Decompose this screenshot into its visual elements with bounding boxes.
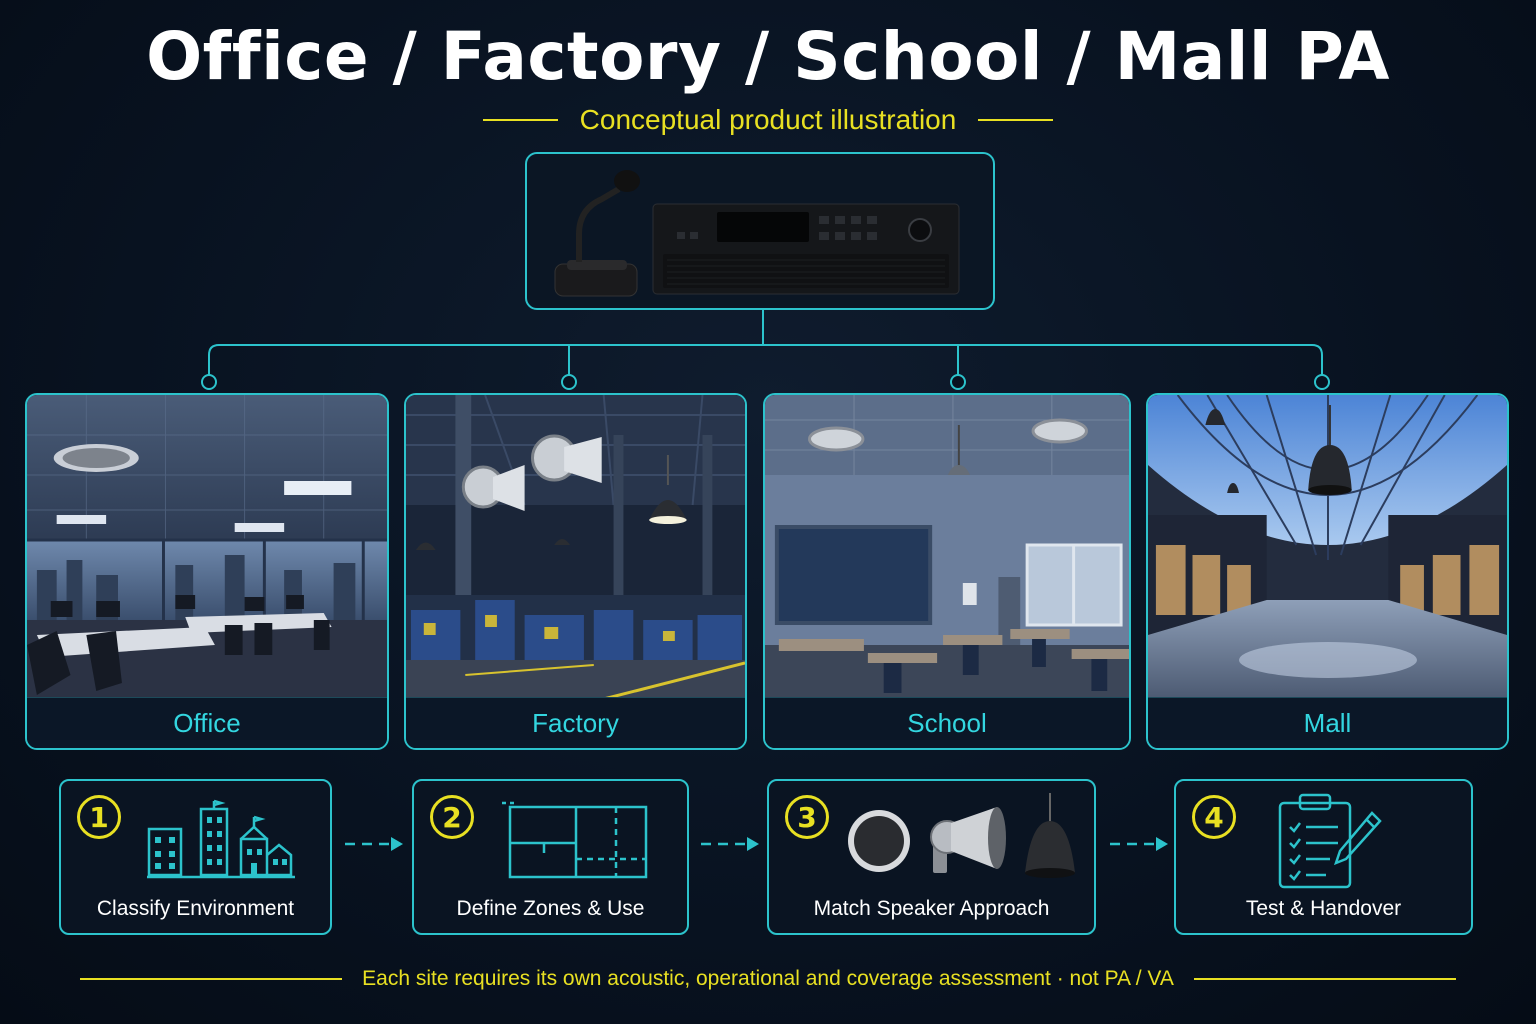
step-label: Match Speaker Approach	[813, 897, 1050, 920]
horn-speaker-icon	[930, 807, 1006, 873]
ceiling-speaker-icon	[1031, 418, 1088, 444]
step-label: Classify Environment	[96, 897, 295, 920]
floorplan-icon	[502, 801, 648, 879]
footer-line-right	[1193, 978, 1456, 980]
scene-label-office: Office	[27, 697, 387, 748]
factory-illustration	[406, 395, 745, 699]
step-number-badge: 4	[1192, 795, 1236, 839]
school-illustration	[765, 395, 1129, 699]
subtitle-line-right	[978, 119, 1054, 121]
step-test-handover: 4 Test & Handover	[1174, 779, 1473, 935]
mall-illustration	[1148, 395, 1507, 699]
step-match-speaker: 3 Match Speaker Approach	[767, 779, 1096, 935]
step-classify-environment: 1 Classify Environment	[59, 779, 332, 935]
office-illustration	[27, 395, 387, 699]
ceiling-speaker-icon	[848, 810, 910, 872]
scene-mall: Mall	[1146, 393, 1509, 750]
connector-node-factory	[561, 374, 577, 390]
scene-label-factory: Factory	[406, 697, 745, 748]
scene-factory: Factory	[404, 393, 747, 750]
pendant-light-icon	[649, 500, 687, 520]
buildings-icon	[147, 799, 295, 879]
speakers-icon	[848, 793, 1075, 878]
scene-label-mall: Mall	[1148, 697, 1507, 748]
step-label: Define Zones & Use	[456, 897, 645, 920]
footer-line-left	[80, 978, 343, 980]
connector-node-school	[950, 374, 966, 390]
pendant-speaker-icon	[1308, 445, 1352, 490]
footer-disclaimer: Each site requires its own acoustic, ope…	[362, 967, 1174, 990]
pa-system-illustration	[554, 170, 960, 297]
connector-node-office	[201, 374, 217, 390]
subtitle-row: Conceptual product illustration	[0, 100, 1536, 140]
clipboard-checklist-icon	[1278, 793, 1382, 889]
page-title: Office / Factory / School / Mall PA	[146, 18, 1390, 95]
horn-speaker-icon	[461, 465, 525, 511]
connector-node-mall	[1314, 374, 1330, 390]
volume-knob-icon	[908, 218, 932, 242]
amplifier-display	[717, 212, 809, 242]
step-define-zones: 2 Define Zones & Use	[412, 779, 689, 935]
horn-speaker-icon	[531, 434, 602, 483]
scene-office: Office	[25, 393, 389, 750]
scene-label-school: School	[765, 697, 1129, 748]
ceiling-speaker-icon	[808, 426, 865, 452]
step-number-badge: 3	[785, 795, 829, 839]
dashed-arrow-icon	[345, 837, 403, 851]
step-number-badge: 2	[430, 795, 474, 839]
chalkboard	[774, 525, 933, 625]
scene-school: School	[763, 393, 1131, 750]
pendant-speaker-icon	[1025, 793, 1075, 878]
dashed-arrow-icon	[701, 837, 759, 851]
step-number-badge: 1	[77, 795, 121, 839]
microphone-gooseneck	[576, 186, 621, 262]
subtitle: Conceptual product illustration	[579, 104, 957, 135]
step-label: Test & Handover	[1245, 897, 1402, 920]
zone-connector-tree	[201, 310, 1330, 390]
subtitle-line-left	[482, 119, 558, 121]
dashed-arrow-icon	[1110, 837, 1168, 851]
footer: Each site requires its own acoustic, ope…	[0, 962, 1536, 996]
amplifier-grille	[663, 254, 949, 288]
microphone-head-icon	[614, 170, 640, 192]
pa-device-panel	[525, 152, 995, 310]
